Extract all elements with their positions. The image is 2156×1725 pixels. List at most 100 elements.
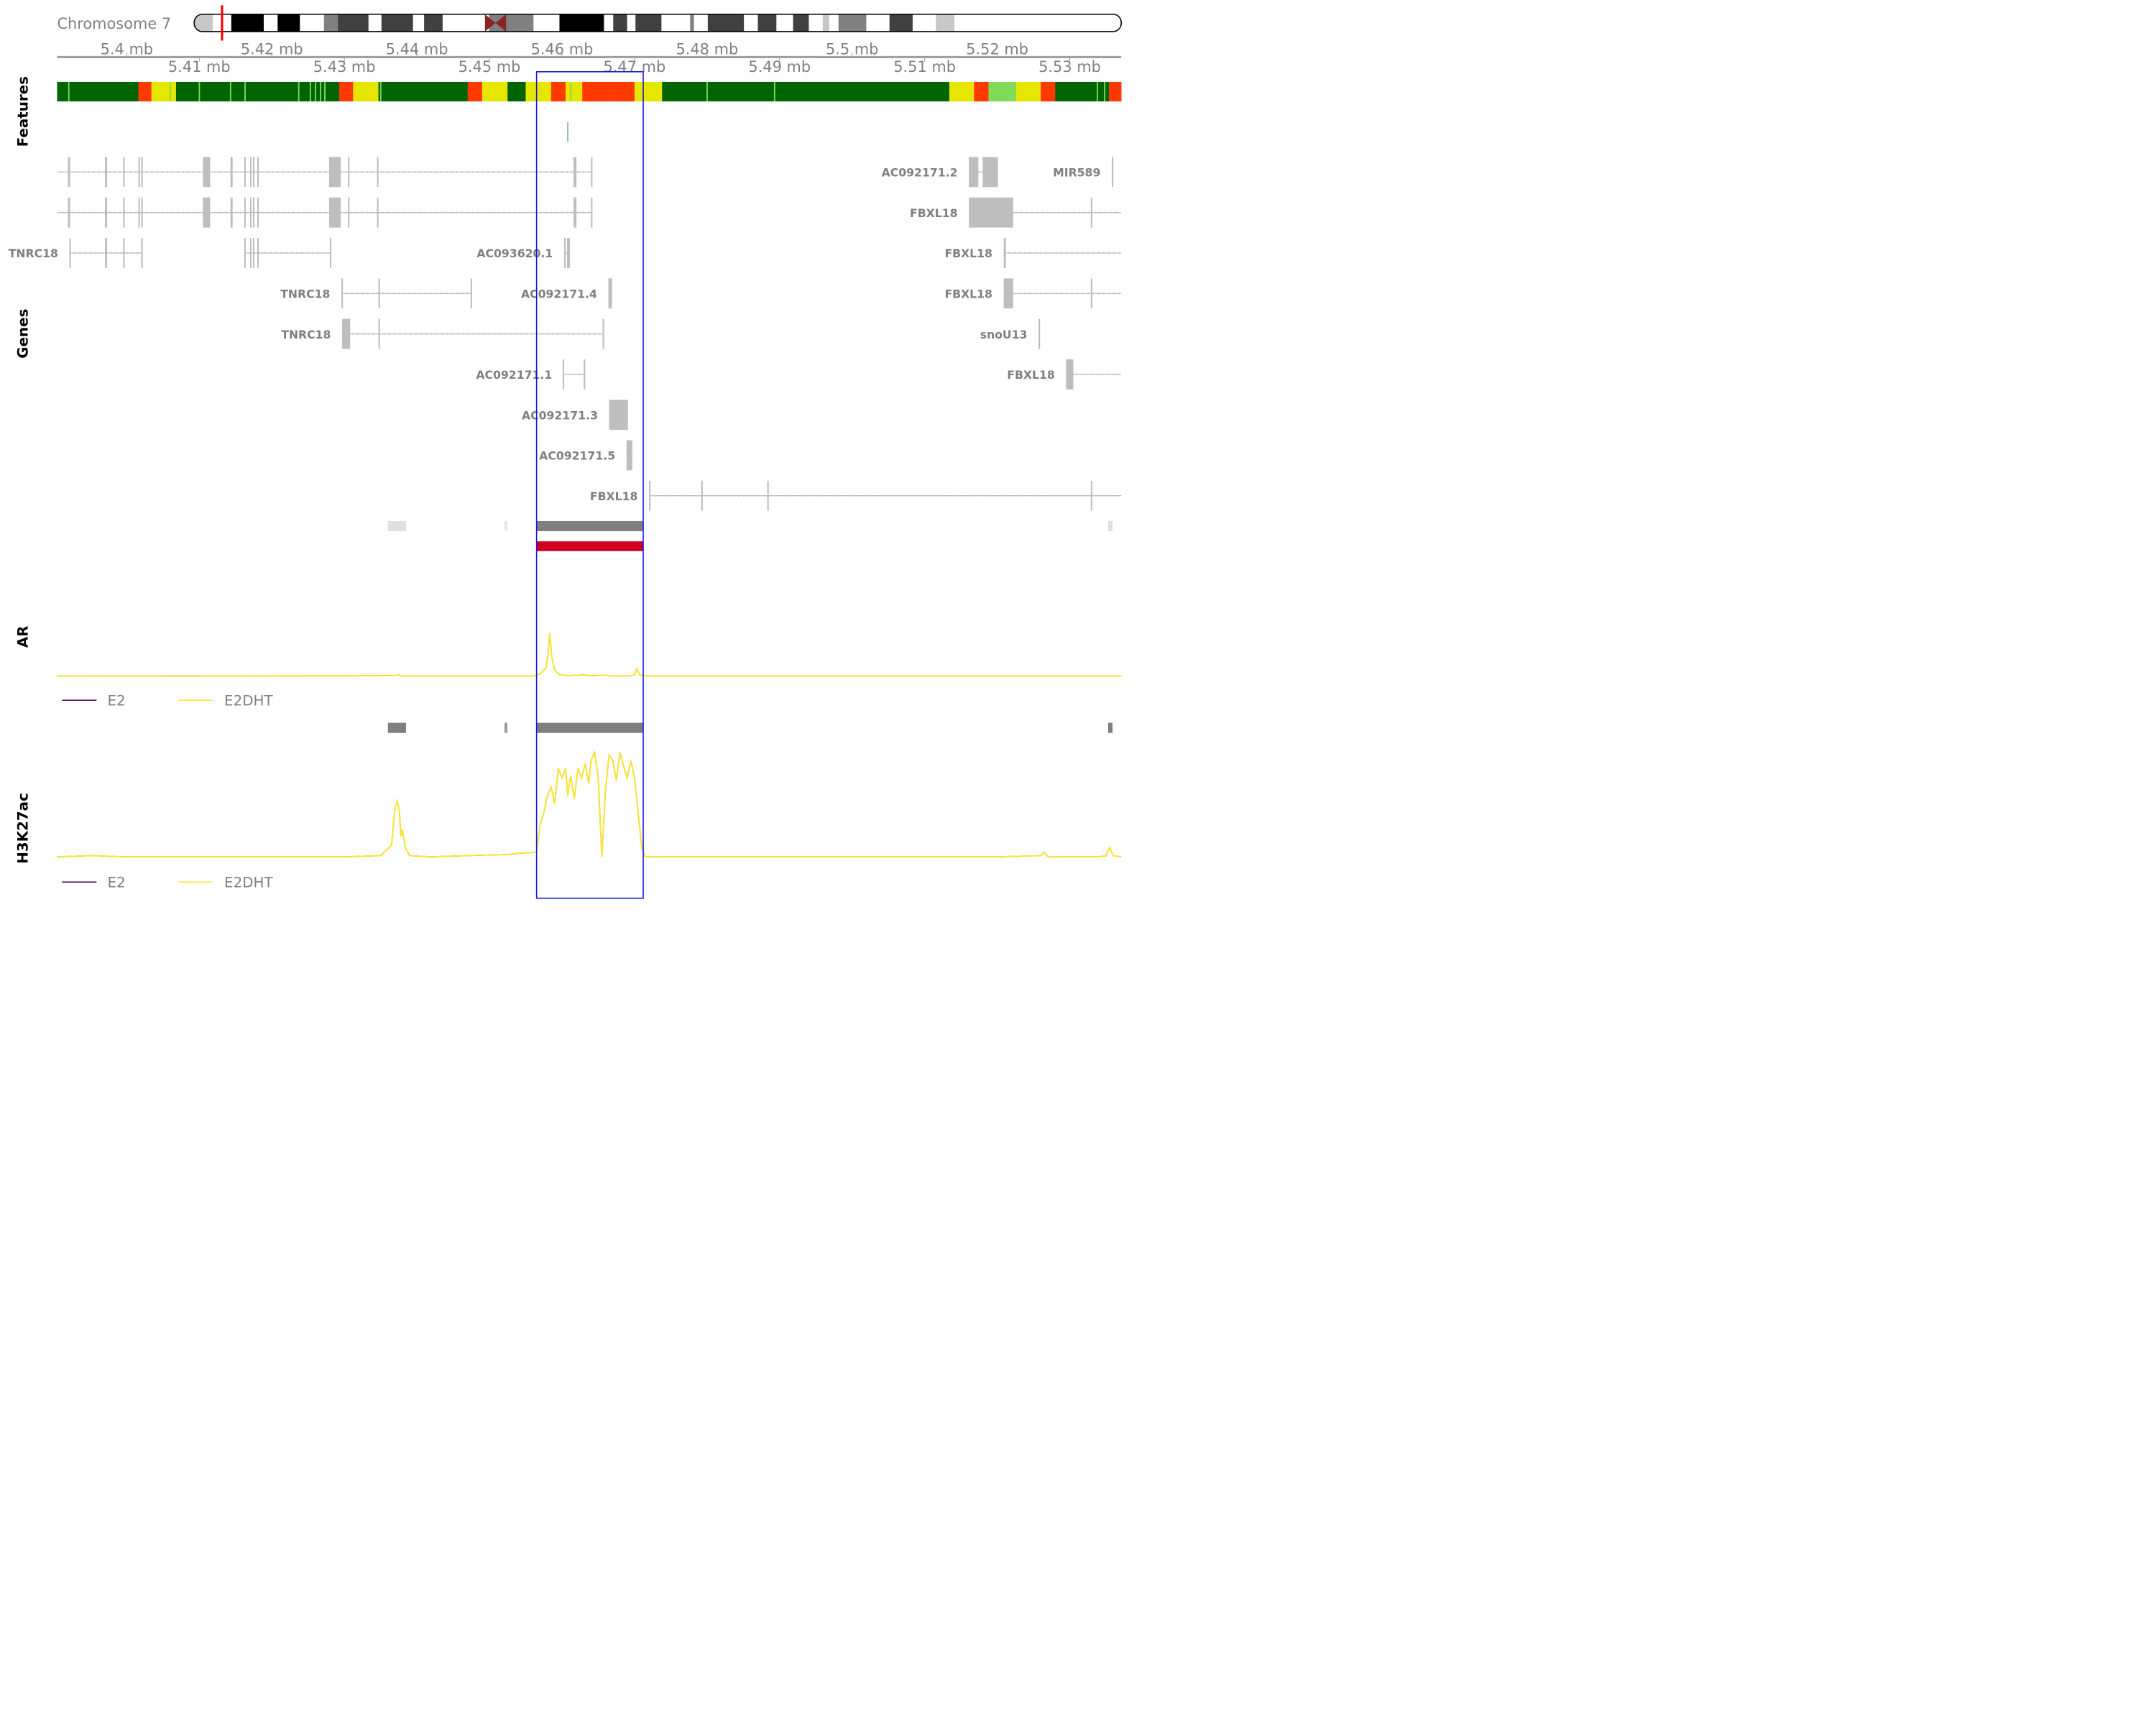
- gene-strand-dot: [583, 333, 585, 335]
- chromatin-state-segment: [229, 81, 231, 102]
- gene-exon: [969, 157, 979, 188]
- gene-strand-dot: [93, 171, 95, 173]
- gene-strand-dot: [911, 494, 913, 497]
- gene-strand-dot: [361, 211, 364, 213]
- gene-strand-dot: [280, 252, 282, 254]
- gene-exon: [649, 480, 651, 511]
- gene-model[interactable]: AC092171.5: [539, 440, 633, 471]
- track-label-ar: AR: [15, 626, 32, 648]
- gene-model[interactable]: [57, 157, 593, 188]
- gene-strand-dot: [587, 171, 589, 173]
- gene-model[interactable]: TNRC18: [9, 238, 143, 268]
- track-label-h3k27ac: H3K27ac: [15, 793, 32, 864]
- gene-strand-dot: [492, 171, 494, 173]
- gene-strand-dot: [832, 494, 834, 497]
- gene-strand-dot: [483, 333, 485, 335]
- chromosome-band: [829, 14, 839, 32]
- gene-strand-dot: [582, 171, 584, 173]
- h3k27ac-signal-e2: [57, 750, 1122, 857]
- gene-strand-dot: [932, 494, 934, 497]
- gene-strand-dot: [753, 494, 755, 497]
- gene-strand-dot: [916, 494, 918, 497]
- gene-model[interactable]: FBXL18: [910, 197, 1122, 228]
- centromere-left: [484, 14, 496, 32]
- gene-label: FBXL18: [590, 489, 638, 503]
- gene-model[interactable]: AC093620.1: [476, 238, 571, 268]
- chromosome-ideogram[interactable]: [193, 5, 1122, 41]
- gene-strand-dot: [717, 494, 719, 497]
- gene-strand-dot: [249, 252, 251, 254]
- gene-label: AC092171.4: [521, 288, 597, 301]
- gene-strand-dot: [963, 494, 966, 497]
- gene-exon: [69, 238, 71, 268]
- gene-strand-dot: [816, 494, 819, 497]
- gene-label: FBXL18: [944, 247, 992, 260]
- gene-strand-dot: [1105, 211, 1107, 213]
- gene-strand-dot: [100, 252, 102, 254]
- gene-model[interactable]: TNRC18: [280, 278, 472, 309]
- gene-model[interactable]: FBXL18: [1007, 359, 1122, 390]
- chromatin-state-segment: [170, 81, 171, 102]
- gene-model[interactable]: FBXL18: [944, 278, 1122, 309]
- gene-strand-dot: [151, 171, 153, 173]
- gene-exon: [203, 197, 211, 228]
- gene-label: FBXL18: [944, 288, 992, 301]
- chromatin-state-segment: [570, 81, 572, 102]
- gene-strand-dot: [1113, 293, 1115, 295]
- gene-strand-dot: [1013, 293, 1015, 295]
- gene-label: FBXL18: [910, 206, 958, 220]
- highlight-region[interactable]: [535, 71, 644, 899]
- gene-model[interactable]: [244, 238, 332, 268]
- gene-model[interactable]: FBXL18: [944, 238, 1122, 268]
- chromosome-band: [776, 14, 793, 32]
- gene-model[interactable]: [57, 197, 593, 228]
- gene-strand-dot: [499, 333, 501, 335]
- gene-exon: [470, 278, 472, 309]
- gene-strand-dot: [779, 494, 782, 497]
- gene-strand-dot: [785, 494, 787, 497]
- gene-strand-dot: [345, 171, 348, 173]
- gene-model[interactable]: AC092171.2: [882, 157, 998, 188]
- gene-strand-dot: [79, 252, 81, 254]
- gene-model[interactable]: AC092171.3: [522, 400, 628, 431]
- gene-strand-dot: [361, 293, 364, 295]
- gene-strand-dot: [446, 333, 448, 335]
- gene-model[interactable]: AC092171.1: [476, 359, 586, 390]
- gene-exon: [249, 238, 252, 268]
- gene-strand-dot: [567, 333, 569, 335]
- gene-strand-dot: [706, 494, 708, 497]
- gene-exon: [609, 400, 628, 431]
- gene-strand-dot: [1076, 293, 1079, 295]
- gene-strand-dot: [419, 211, 421, 213]
- axis-tick-label: 5.5 mb: [826, 40, 878, 58]
- chromatin-state-segment: [773, 81, 775, 102]
- gene-exon: [328, 157, 341, 188]
- chromosome-band: [368, 14, 382, 32]
- gene-strand-dot: [769, 494, 771, 497]
- gene-strand-dot: [658, 494, 660, 497]
- gene-model[interactable]: MIR589: [1053, 157, 1114, 188]
- chromosome-band: [442, 14, 469, 32]
- highlight-box[interactable]: [535, 71, 644, 899]
- axis-tick-label: 5.49 mb: [748, 58, 811, 75]
- gene-exon: [244, 197, 246, 228]
- chromatin-state-segment: [320, 81, 321, 102]
- chromatin-state-segment: [662, 81, 950, 102]
- gene-strand-dot: [270, 252, 272, 254]
- gene-model[interactable]: TNRC18: [281, 318, 604, 349]
- gene-exon: [249, 157, 252, 188]
- gene-strand-dot: [1039, 293, 1042, 295]
- gene-model[interactable]: FBXL18: [590, 480, 1122, 511]
- gene-strand-dot: [292, 171, 295, 173]
- ar-signal-e2: [57, 633, 1122, 677]
- gene-strand-dot: [245, 211, 248, 213]
- chromatin-state-segment: [353, 81, 379, 102]
- gene-strand-dot: [88, 211, 90, 213]
- gene-strand-dot: [1107, 293, 1110, 295]
- gene-strand-dot: [578, 373, 581, 375]
- gene-label: TNRC18: [281, 328, 331, 341]
- gene-model[interactable]: AC092171.4: [521, 278, 612, 309]
- gene-strand-dot: [529, 171, 532, 173]
- gene-model[interactable]: snoU13: [980, 318, 1041, 349]
